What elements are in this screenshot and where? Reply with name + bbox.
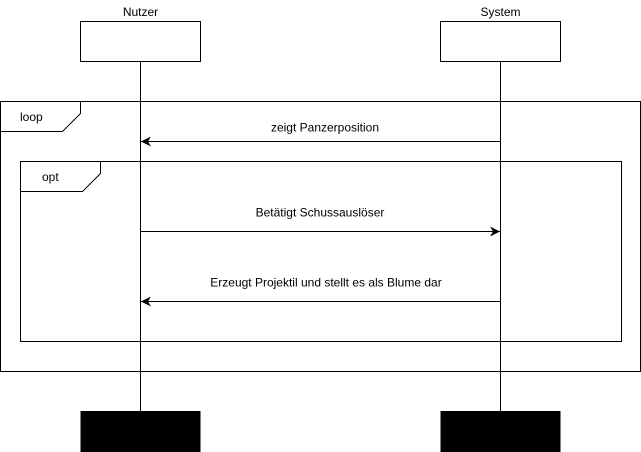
participant-end-nutzer — [80, 411, 201, 452]
message-1: zeigt Panzerposition — [141, 121, 501, 147]
participant-box-system[interactable] — [440, 21, 561, 62]
opt-operator-tab — [20, 161, 101, 192]
message-label: zeigt Panzerposition — [271, 121, 379, 135]
opt-fragment: opt — [20, 161, 622, 342]
loop-operator-tab — [0, 101, 81, 132]
message-2: Betätigt Schussauslöser — [140, 206, 500, 237]
loop-operator-label: loop — [20, 110, 43, 124]
participant-label-system: System — [480, 5, 520, 19]
participant-end-system — [440, 411, 561, 452]
participant-box-nutzer[interactable] — [80, 21, 201, 62]
message-label: Betätigt Schussauslöser — [256, 206, 385, 220]
opt-frame — [20, 161, 622, 342]
message-3: Erzeugt Projektil und stellt es als Blum… — [141, 276, 501, 307]
participant-label-nutzer: Nutzer — [123, 5, 158, 19]
message-label: Erzeugt Projektil und stellt es als Blum… — [210, 276, 441, 290]
opt-operator-label: opt — [42, 170, 59, 184]
